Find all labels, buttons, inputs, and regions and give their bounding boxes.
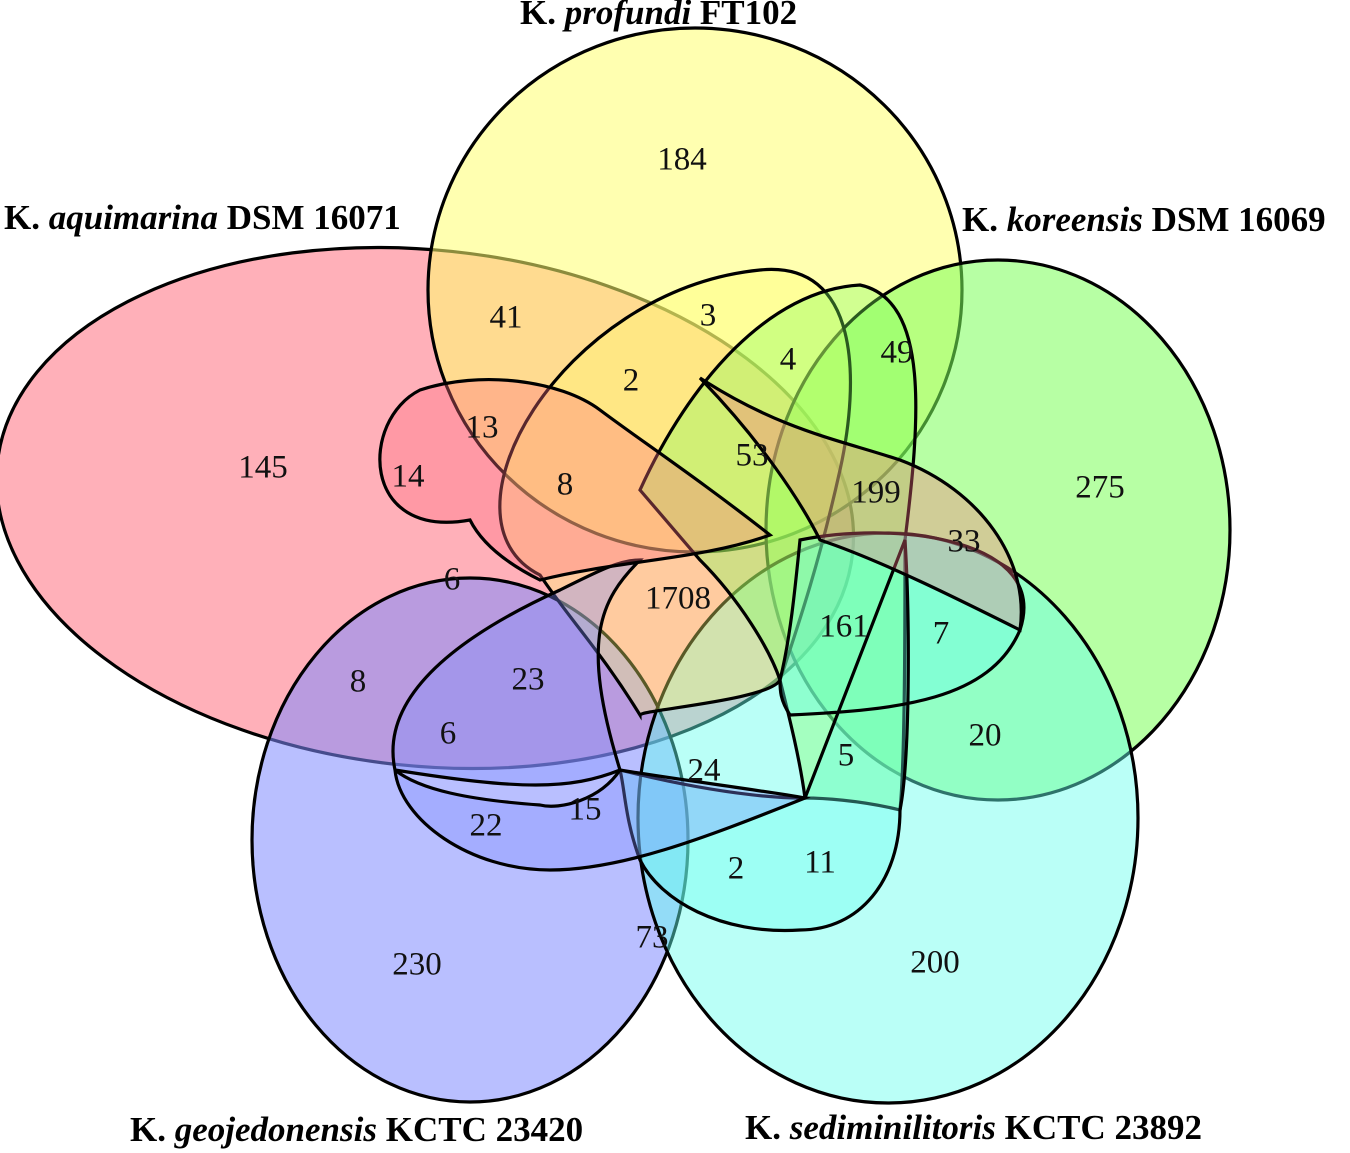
- count-region: 7: [933, 616, 950, 652]
- count-region: 41: [490, 300, 523, 336]
- count-region: 8: [350, 664, 367, 700]
- count-region: 8: [557, 467, 574, 503]
- count-region: 15: [569, 792, 602, 828]
- count-region: 24: [688, 753, 721, 789]
- count-region: 3: [700, 298, 717, 334]
- count-region: 161: [819, 609, 869, 645]
- count-region: 33: [948, 524, 981, 560]
- count-region: 5: [838, 738, 855, 774]
- set-label-geojedonensis: K. geojedonensis KCTC 23420: [130, 1110, 583, 1149]
- count-region: 53: [736, 438, 769, 474]
- count-region: 13: [466, 410, 499, 446]
- lobe-aquimarina: [378, 376, 1023, 633]
- count-region: 4: [780, 342, 797, 378]
- count-region: 2: [728, 851, 745, 887]
- count-sediminilitoris-only: 200: [910, 945, 960, 981]
- count-aquimarina-only: 145: [238, 450, 288, 486]
- count-region: 73: [636, 920, 669, 956]
- count-profundi-only: 184: [657, 142, 707, 178]
- count-region: 23: [512, 662, 545, 698]
- count-geojedonensis-only: 230: [392, 947, 442, 983]
- count-region: 49: [881, 335, 914, 371]
- count-region: 20: [969, 718, 1002, 754]
- count-core: 1708: [645, 581, 711, 617]
- count-region: 14: [392, 459, 425, 495]
- count-region: 6: [440, 716, 457, 752]
- count-region: 11: [804, 845, 836, 881]
- lobe-geojedonensis: [391, 558, 811, 872]
- count-koreensis-only: 275: [1075, 470, 1125, 506]
- count-region: 199: [851, 475, 901, 511]
- set-region-geojedonensis: [250, 576, 690, 1104]
- set-label-sediminilitoris: K. sediminilitoris KCTC 23892: [745, 1108, 1202, 1147]
- set-label-koreensis: K. koreensis DSM 16069: [962, 200, 1326, 239]
- count-region: 2: [623, 363, 640, 399]
- lobe-profundi: [498, 267, 852, 721]
- set-label-profundi: K. profundi FT102: [520, 0, 797, 32]
- count-region: 22: [470, 808, 503, 844]
- count-region: 6: [444, 562, 461, 598]
- set-label-aquimarina: K. aquimarina DSM 16071: [4, 198, 401, 237]
